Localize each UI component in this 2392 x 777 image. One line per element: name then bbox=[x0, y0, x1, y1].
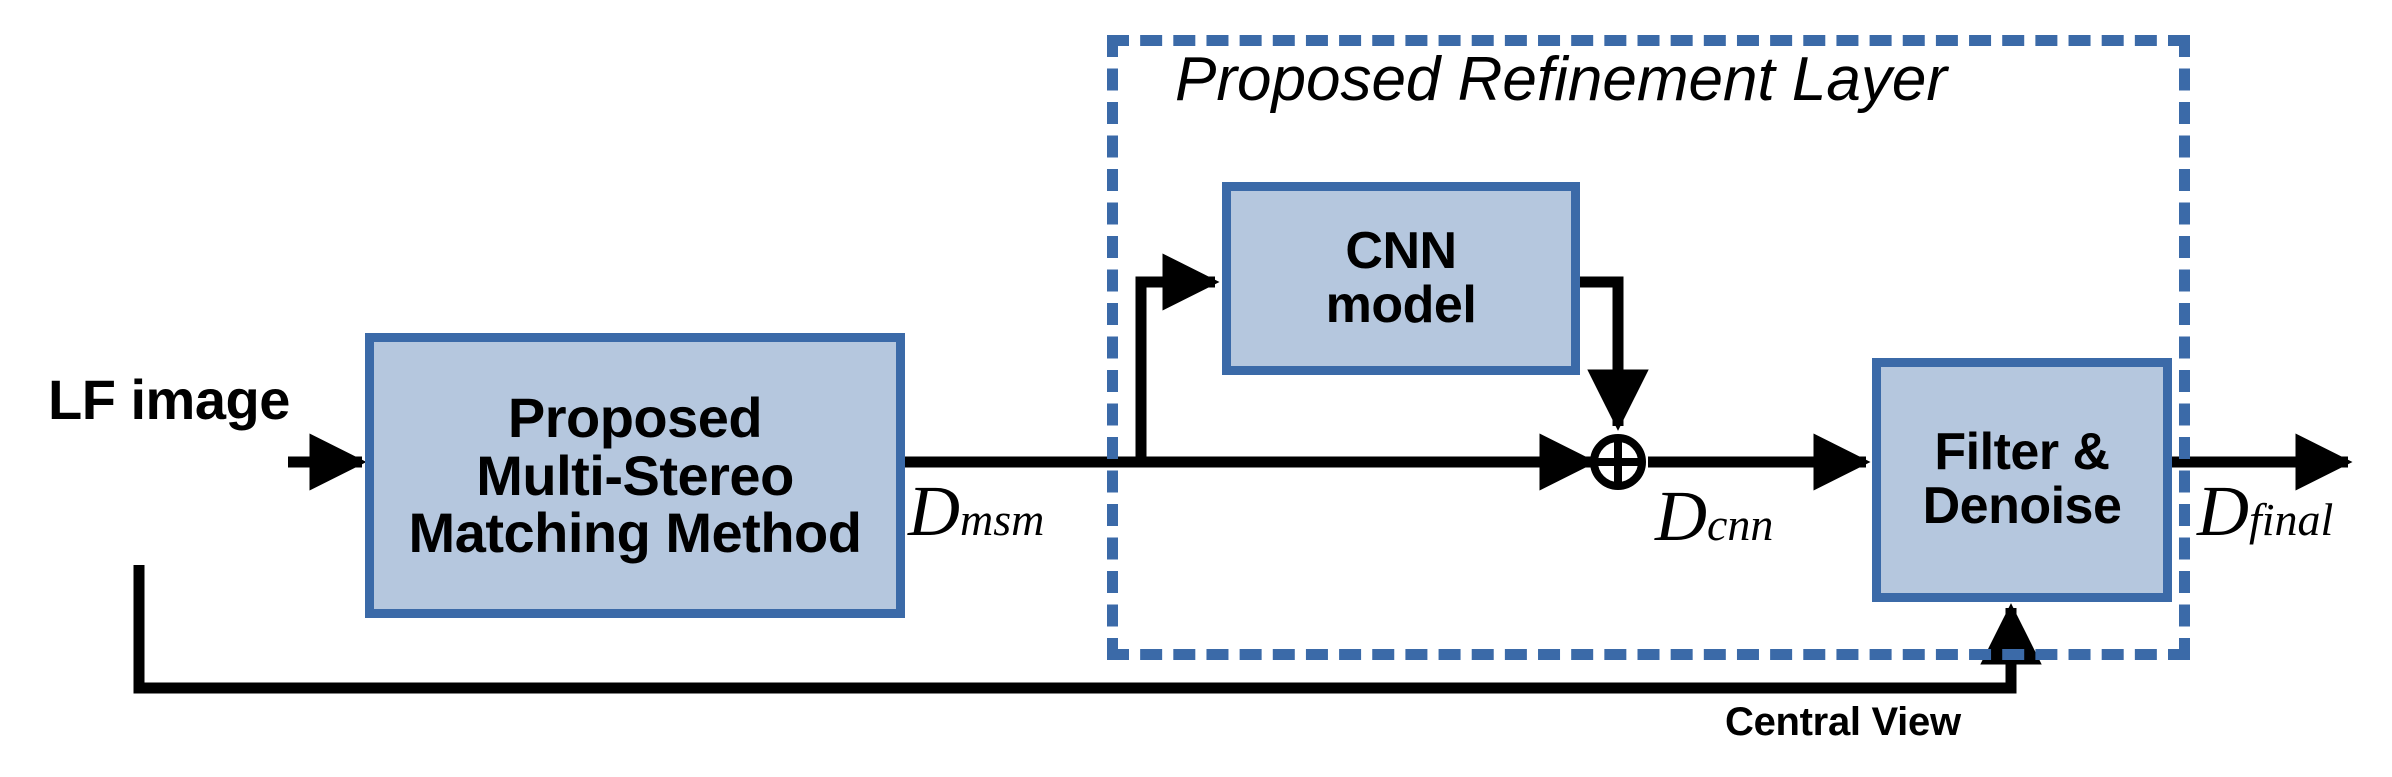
node-filter-line-2: Denoise bbox=[1922, 477, 2122, 535]
signal-d-final-base: D bbox=[2197, 471, 2249, 551]
node-msm-line-1: Proposed bbox=[507, 385, 763, 449]
node-multi-stereo-matching[interactable]: Proposed Multi-Stereo Matching Method bbox=[365, 333, 905, 618]
wire-central-view-feedback bbox=[133, 565, 2042, 694]
signal-label-d-final: Dfinal bbox=[2197, 470, 2333, 553]
node-cnn-model[interactable]: CNN model bbox=[1222, 182, 1580, 375]
node-cnn-line-1: CNN bbox=[1345, 221, 1457, 280]
input-label-line-2: image bbox=[130, 368, 290, 431]
plus-circle-icon bbox=[1590, 434, 1646, 490]
wire-cnn-to-sum bbox=[1580, 276, 1649, 431]
signal-d-msm-subscript: msm bbox=[960, 494, 1045, 545]
signal-label-d-cnn: Dcnn bbox=[1655, 475, 1773, 558]
feedback-label-central-view: Central View bbox=[1725, 700, 1961, 744]
node-msm-line-3: Matching Method bbox=[408, 501, 862, 565]
signal-d-final-subscript: final bbox=[2249, 494, 2334, 545]
node-msm-line-2: Multi-Stereo bbox=[476, 443, 794, 507]
input-label-line-1: LF bbox=[48, 368, 116, 431]
signal-d-cnn-base: D bbox=[1655, 476, 1707, 556]
node-filter-line-1: Filter & bbox=[1934, 423, 2110, 482]
wire-trunk-branch-to-cnn bbox=[1135, 253, 1220, 462]
group-title-refinement-layer: Proposed Refinement Layer bbox=[1175, 45, 1948, 114]
signal-d-cnn-subscript: cnn bbox=[1707, 499, 1774, 550]
signal-label-d-msm: Dmsm bbox=[908, 470, 1044, 553]
input-label-lf-image: LF image bbox=[48, 368, 290, 431]
node-cnn-line-2: model bbox=[1325, 275, 1477, 334]
node-filter-denoise[interactable]: Filter & Denoise bbox=[1872, 358, 2172, 602]
signal-d-msm-base: D bbox=[908, 471, 960, 551]
